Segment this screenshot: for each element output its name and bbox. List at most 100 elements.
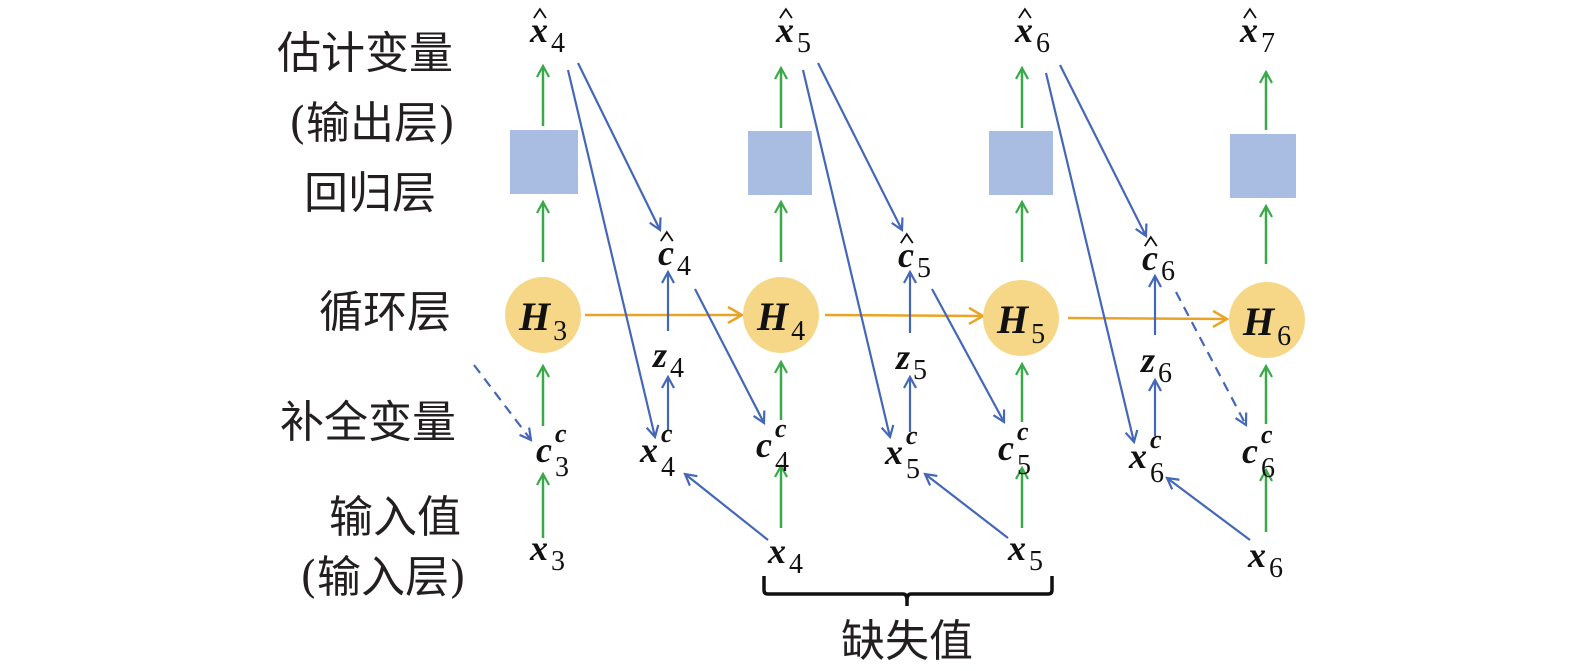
symbol-base: c — [658, 233, 674, 273]
regression-boxes — [510, 130, 1296, 198]
hat-accent-icon — [1144, 235, 1158, 247]
symbol-base: H — [996, 297, 1030, 342]
symbol-superscript: c — [1017, 417, 1029, 446]
hat-accent-icon — [900, 232, 914, 244]
symbol-superscript: c — [555, 419, 567, 448]
hidden-node-H5 — [983, 280, 1059, 356]
symbol-base: c — [1142, 238, 1158, 278]
symbol-base: c — [1242, 431, 1258, 471]
symbol-base: H — [756, 294, 790, 339]
hat-accent-icon — [660, 230, 674, 242]
symbol-subscript: 5 — [797, 28, 811, 59]
symbol-subscript: 7 — [1261, 28, 1275, 59]
symbol-subscript: 4 — [791, 316, 805, 347]
symbol-base: x — [1007, 528, 1026, 568]
label-recurrent-layer: 循环层 — [319, 287, 451, 338]
symbol-base: x — [529, 528, 548, 568]
symbol-base: z — [651, 335, 667, 375]
arrow-xhat6-to-chat6 — [1059, 64, 1146, 236]
symbol-base: x — [639, 430, 658, 470]
symbol-subscript: 5 — [1031, 319, 1045, 350]
regression-box-4 — [1230, 134, 1296, 198]
symbol-base: x — [767, 531, 786, 571]
label-estimate-line1: 估计变量 — [277, 28, 453, 79]
arrow-H4-to-H5 — [824, 315, 983, 316]
symbol-base: x — [1014, 10, 1033, 50]
symbol-subscript: 5 — [1017, 450, 1031, 481]
symbol-base: x — [775, 10, 794, 50]
label-estimate-line2: (输出层) — [289, 98, 455, 149]
symbol-subscript: 3 — [551, 546, 565, 577]
hat-accent-icon — [1243, 7, 1257, 19]
arrow-dashed-chat6-to-c6c — [1175, 291, 1246, 425]
symbol-subscript: 4 — [775, 447, 789, 478]
symbol-superscript: c — [1150, 425, 1162, 454]
symbol-base: x — [1128, 436, 1147, 476]
arrow-chat4-to-c4c — [694, 288, 764, 423]
hidden-node-H6 — [1229, 282, 1305, 358]
hidden-node-H3 — [505, 277, 581, 353]
label-input-line2: (输入层) — [300, 552, 466, 603]
symbol-base: c — [756, 425, 772, 465]
arrow-xhat5-to-chat5 — [817, 62, 902, 230]
symbol-base: z — [1139, 340, 1155, 380]
symbol-base: x — [1247, 535, 1266, 575]
symbol-base: c — [998, 428, 1014, 468]
regression-box-2 — [748, 131, 812, 195]
green-arrows — [543, 66, 1266, 538]
arrow-xhat6-to-x6c — [1044, 72, 1134, 442]
arrow-xhat5-to-x5c — [801, 69, 890, 437]
arrow-chat5-to-c5c — [931, 288, 1004, 422]
label-input-line1: 输入值 — [329, 492, 461, 543]
regression-box-1 — [510, 130, 578, 194]
symbol-subscript: 6 — [1277, 321, 1291, 352]
brace-icon — [762, 576, 1054, 606]
symbol-base: z — [894, 337, 910, 377]
arrow-dashed-to-c3c — [473, 364, 531, 440]
arrow-xhat4-to-chat4 — [577, 62, 660, 230]
blue-arrows — [473, 62, 1251, 541]
symbol-base: c — [536, 430, 552, 470]
symbol-subscript: 6 — [1261, 453, 1275, 484]
symbol-subscript: 4 — [670, 353, 684, 384]
symbol-subscript: 5 — [1029, 546, 1043, 577]
symbol-subscript: 6 — [1161, 256, 1175, 287]
symbol-subscript: 6 — [1150, 458, 1164, 489]
hidden-node-H4 — [743, 277, 819, 353]
missing-values-label: 缺失值 — [841, 616, 973, 667]
symbol-base: x — [529, 10, 548, 50]
symbol-base: H — [518, 294, 552, 339]
symbol-subscript: 4 — [661, 452, 675, 483]
symbol-subscript: 5 — [917, 253, 931, 284]
symbol-subscript: 6 — [1269, 553, 1283, 584]
row-labels: 估计变量 (输出层) 回归层 循环层 补全变量 输入值 (输入层) — [277, 28, 466, 603]
symbol-superscript: c — [906, 421, 918, 450]
symbol-base: x — [884, 432, 903, 472]
symbol-subscript: 5 — [906, 454, 920, 485]
arrow-x5-to-x5c — [925, 474, 1009, 539]
symbol-subscript: 6 — [1158, 358, 1172, 389]
